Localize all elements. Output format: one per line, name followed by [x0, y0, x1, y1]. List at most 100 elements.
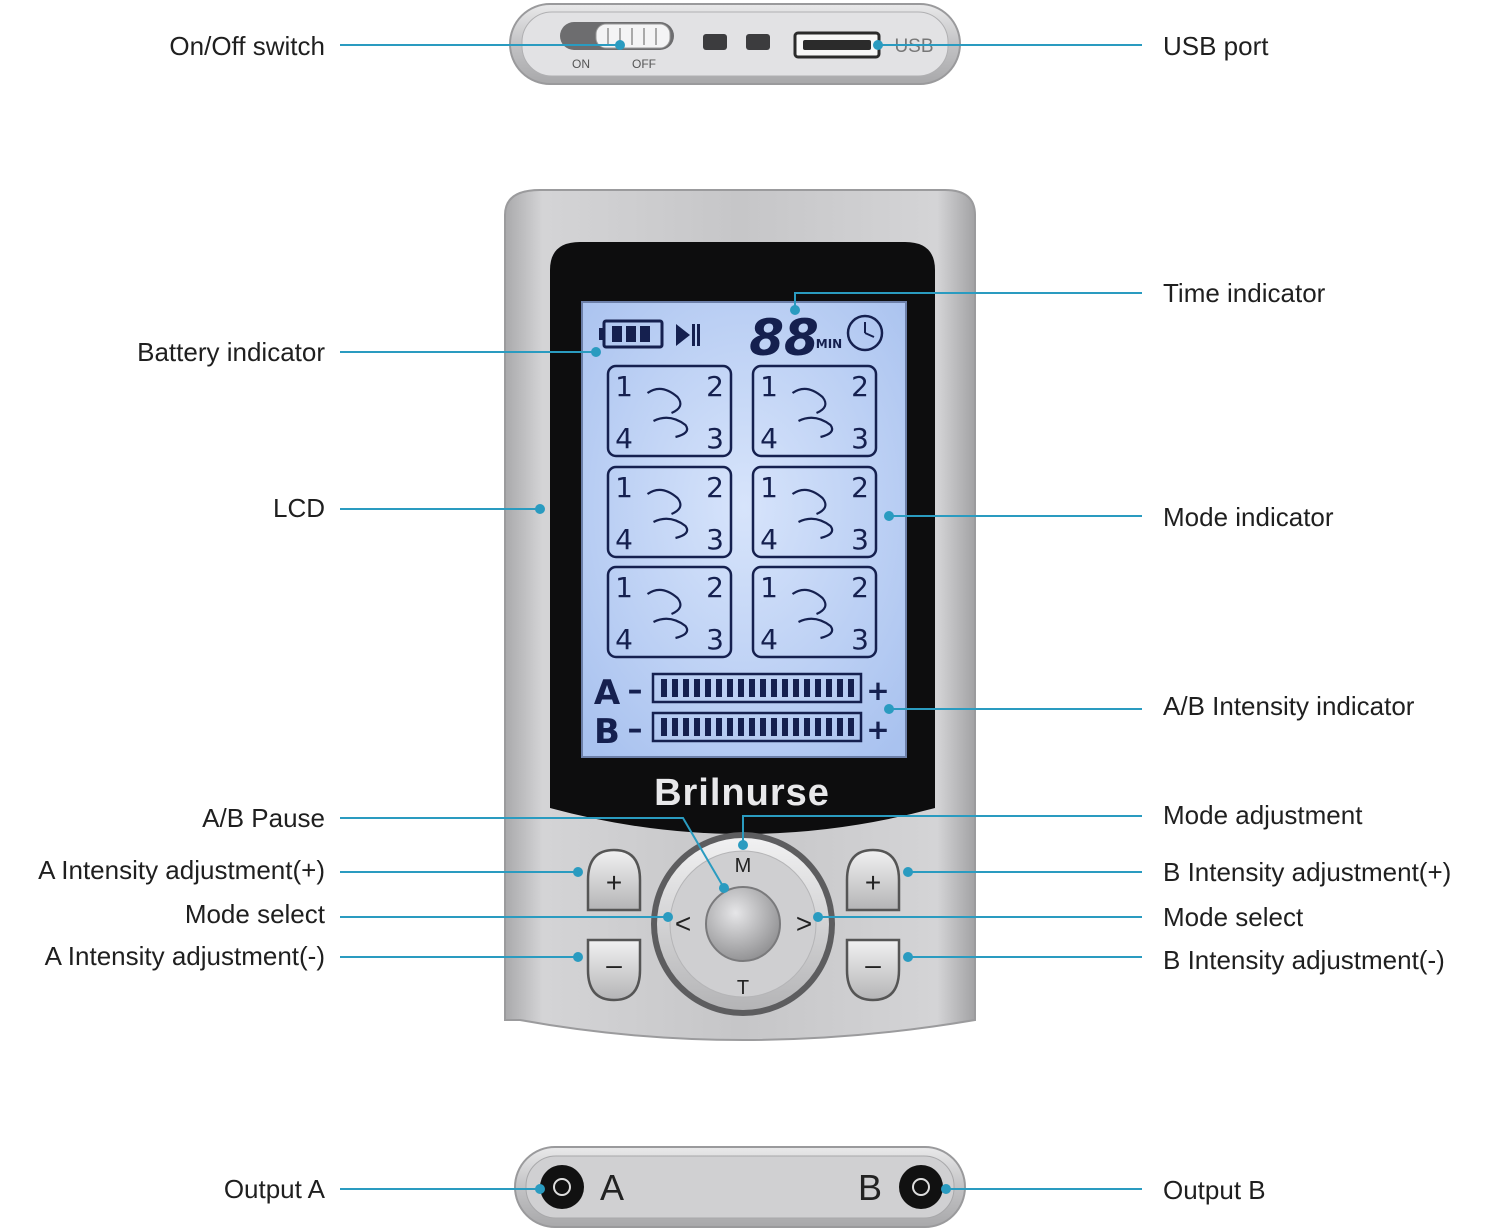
body-part-icon [791, 387, 834, 439]
leader-mode-adjust [742, 815, 1142, 845]
b-minus-button[interactable]: – [845, 938, 901, 1002]
intensity-segment [694, 718, 700, 736]
channel-b-minus: – [628, 712, 643, 747]
play-pause-icon [676, 324, 700, 346]
output-b-jack[interactable] [899, 1165, 943, 1209]
intensity-segment [683, 679, 689, 697]
usb-port[interactable] [793, 31, 881, 59]
intensity-segment [837, 718, 843, 736]
leader-dot [535, 1184, 545, 1194]
pad-number: 3 [851, 523, 869, 556]
svg-text:–: – [865, 949, 881, 980]
intensity-segment [749, 718, 755, 736]
intensity-segment [705, 718, 711, 736]
leader-dot [535, 504, 545, 514]
intensity-bar-a [661, 679, 854, 697]
label-ab-pause: A/B Pause [202, 803, 325, 833]
onoff-switch[interactable] [560, 22, 674, 50]
leader-dot [591, 347, 601, 357]
label-output-a: Output A [223, 1174, 325, 1204]
label-mode-select-left: Mode select [184, 899, 325, 929]
svg-text:+: + [865, 867, 881, 898]
label-a-intensity-minus: A Intensity adjustment(-) [44, 941, 325, 971]
clock-icon [846, 314, 884, 352]
label-mode-adjustment: Mode adjustment [1163, 800, 1363, 830]
intensity-segment [815, 718, 821, 736]
pad-number: 3 [706, 623, 724, 656]
body-part-icon [646, 488, 689, 540]
mode-select-right-button[interactable]: > [796, 908, 812, 939]
intensity-segment [793, 679, 799, 697]
intensity-segment [716, 718, 722, 736]
ab-pause-button[interactable] [705, 886, 781, 962]
switch-off-text: OFF [632, 57, 656, 71]
output-a-jack[interactable] [540, 1165, 584, 1209]
switch-on-text: ON [572, 57, 590, 71]
pad-number: 1 [615, 370, 633, 403]
leader-dot [813, 912, 823, 922]
top-edge-view: ON OFF USB [509, 3, 961, 85]
mode-adjust-button-m[interactable]: M [735, 855, 752, 877]
intensity-segment [837, 679, 843, 697]
body-part-icon [791, 588, 834, 640]
pad-number: 4 [615, 623, 633, 656]
pad-number: 3 [851, 623, 869, 656]
intensity-bar-b [661, 718, 854, 736]
leader-dot [615, 40, 625, 50]
pad-number: 3 [851, 422, 869, 455]
time-unit: MIN [816, 337, 842, 351]
leader-dot [573, 952, 583, 962]
label-onoff-switch: On/Off switch [169, 31, 325, 61]
leader-endpoints [535, 40, 951, 1194]
intensity-segment [661, 718, 667, 736]
mode-select-left-button[interactable]: < [675, 908, 691, 939]
label-a-intensity-plus: A Intensity adjustment(+) [38, 855, 325, 885]
time-button-t[interactable]: T [737, 977, 749, 999]
time-digits: 88 [749, 309, 819, 367]
a-minus-button[interactable]: – [586, 938, 642, 1002]
output-a-letter: A [600, 1167, 624, 1208]
svg-text:+: + [606, 867, 622, 898]
pad-number: 1 [615, 571, 633, 604]
battery-icon [599, 319, 664, 349]
label-mode-select-right: Mode select [1163, 902, 1304, 932]
label-usb-port: USB port [1163, 31, 1269, 61]
channel-b-plus: + [866, 713, 889, 746]
pad-number: 2 [706, 370, 724, 403]
leader-dot [873, 40, 883, 50]
pad-number: 1 [760, 370, 778, 403]
leader-dot [663, 912, 673, 922]
leader-ab-pause [340, 817, 725, 889]
intensity-segment [826, 718, 832, 736]
intensity-segment [683, 718, 689, 736]
intensity-segment [672, 718, 678, 736]
leader-dot [738, 840, 748, 850]
svg-text:–: – [606, 949, 622, 980]
intensity-segment [771, 718, 777, 736]
pad-number: 4 [615, 523, 633, 556]
intensity-segment [804, 718, 810, 736]
a-plus-button[interactable]: + [586, 848, 642, 912]
leader-dot [790, 305, 800, 315]
pad-number: 4 [760, 523, 778, 556]
intensity-segment [804, 679, 810, 697]
intensity-segment [705, 679, 711, 697]
intensity-segment [694, 679, 700, 697]
intensity-segment [661, 679, 667, 697]
leader-dot [903, 867, 913, 877]
intensity-segment [826, 679, 832, 697]
label-mode-indicator: Mode indicator [1163, 502, 1334, 532]
intensity-segment [738, 679, 744, 697]
b-plus-button[interactable]: + [845, 848, 901, 912]
body-part-icon [791, 488, 834, 540]
label-ab-intensity-indicator: A/B Intensity indicator [1163, 691, 1415, 721]
intensity-segment [749, 679, 755, 697]
channel-a-minus: – [628, 673, 643, 708]
pad-number: 3 [706, 523, 724, 556]
